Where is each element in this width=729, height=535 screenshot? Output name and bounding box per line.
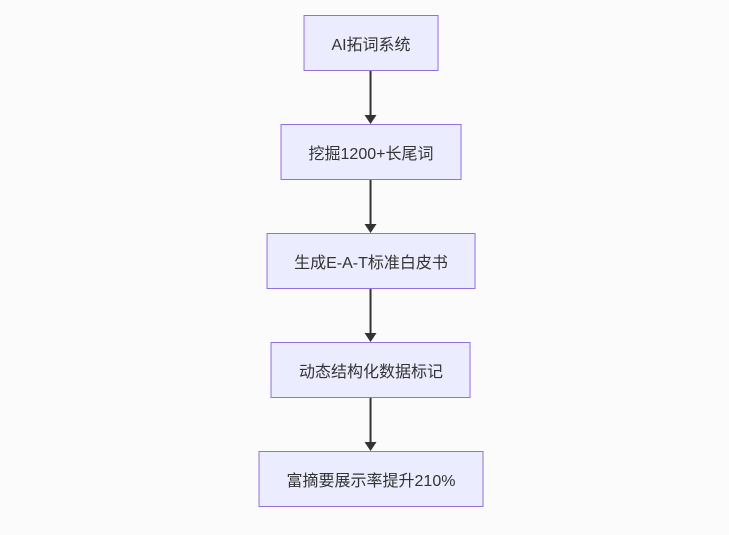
- flowchart-edge-3-4: [365, 289, 377, 342]
- arrowhead-down-icon: [365, 115, 377, 124]
- flowchart-edge-2-3: [365, 180, 377, 233]
- flowchart-node-structured-data-markup: 动态结构化数据标记: [270, 342, 471, 398]
- edge-line: [370, 71, 372, 115]
- flowchart: AI拓词系统 挖掘1200+长尾词 生成E-A-T标准白皮书 动态结构化数据标记…: [258, 15, 484, 507]
- edge-line: [370, 289, 372, 333]
- edge-line: [370, 180, 372, 224]
- flowchart-edge-1-2: [365, 71, 377, 124]
- node-label: 动态结构化数据标记: [298, 364, 443, 381]
- node-label: AI拓词系统: [331, 37, 411, 54]
- flowchart-node-longtail-keywords: 挖掘1200+长尾词: [280, 124, 462, 180]
- flowchart-node-rich-snippet-rate: 富摘要展示率提升210%: [258, 451, 484, 507]
- node-label: 富摘要展示率提升210%: [286, 473, 456, 490]
- arrowhead-down-icon: [365, 224, 377, 233]
- flowchart-edge-4-5: [365, 398, 377, 451]
- flowchart-node-eat-whitepaper: 生成E-A-T标准白皮书: [266, 233, 476, 289]
- edge-line: [370, 398, 372, 442]
- arrowhead-down-icon: [365, 442, 377, 451]
- arrowhead-down-icon: [365, 333, 377, 342]
- flowchart-node-ai-expand-system: AI拓词系统: [303, 15, 439, 71]
- node-label: 生成E-A-T标准白皮书: [294, 255, 448, 272]
- node-label: 挖掘1200+长尾词: [308, 146, 434, 163]
